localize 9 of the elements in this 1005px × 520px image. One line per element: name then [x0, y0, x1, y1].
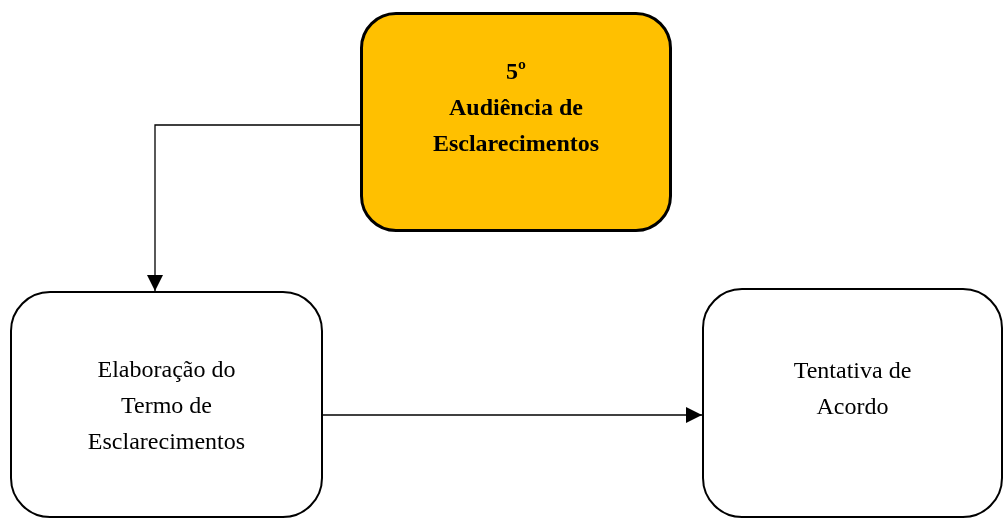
- step-label: Elaboração do Termo de Esclarecimentos: [86, 354, 247, 456]
- highlighted-step-box: [360, 12, 672, 232]
- step-label: Tentativa de Acordo: [792, 356, 913, 421]
- step-box: [702, 288, 1003, 518]
- step-label: Audiência de Esclarecimentos: [431, 93, 601, 158]
- arrow: [147, 124, 361, 292]
- step-number: 5º: [506, 57, 526, 86]
- step-box: [10, 291, 323, 518]
- arrow: [322, 407, 703, 423]
